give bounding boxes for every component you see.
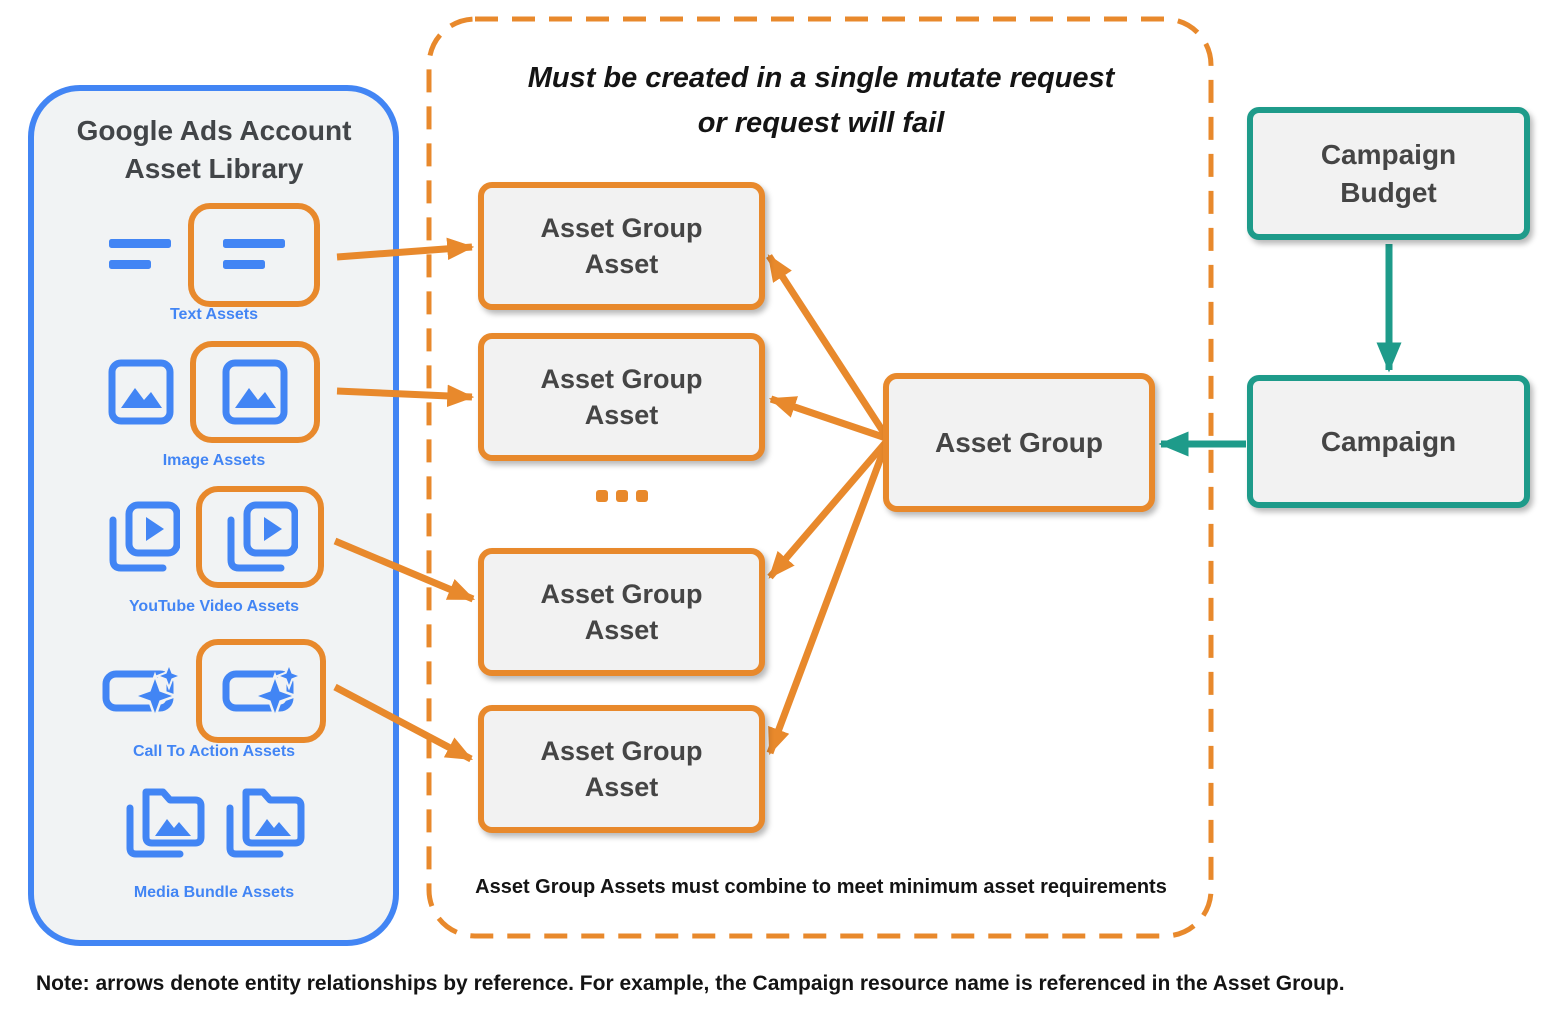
mutate-panel-title-line1: Must be created in a single mutate reque… bbox=[527, 62, 1115, 94]
mutate-panel-caption: Asset Group Assets must combine to meet … bbox=[475, 876, 1167, 898]
campaign-box: Campaign bbox=[1247, 375, 1530, 508]
youtube-assets-label: YouTube Video Assets bbox=[128, 598, 300, 615]
text-assets-row bbox=[30, 203, 398, 307]
youtube-assets-row bbox=[30, 486, 398, 588]
cta-sparkle-icon-highlighted bbox=[196, 639, 326, 743]
asset-library-title-line2: Asset Library bbox=[124, 152, 304, 184]
arrow-group-to-aga2 bbox=[768, 395, 888, 442]
asset-group-asset-box-4: Asset Group Asset bbox=[478, 705, 765, 833]
media-bundle-folder-icon bbox=[222, 786, 306, 858]
mutate-panel-title-line2: or request will fail bbox=[697, 106, 945, 139]
arrow-group-to-aga1 bbox=[766, 254, 889, 438]
image-assets-label: Image Assets bbox=[162, 452, 266, 469]
media-bundle-assets-row bbox=[30, 772, 398, 872]
asset-group-asset-box-3: Asset Group Asset bbox=[478, 548, 765, 676]
asset-group-box: Asset Group bbox=[883, 373, 1155, 512]
arrow-group-to-aga4 bbox=[766, 442, 890, 756]
cta-assets-row bbox=[30, 639, 398, 743]
media-bundle-folder-icon bbox=[122, 786, 206, 858]
video-play-icon bbox=[104, 500, 180, 574]
arrow-group-to-aga3 bbox=[767, 439, 889, 580]
footnote: Note: arrows denote entity relationships… bbox=[36, 972, 1345, 995]
mutate-panel-title: Must be created in a single mutate reque… bbox=[432, 56, 1210, 146]
media-bundle-assets-label: Media Bundle Assets bbox=[133, 884, 295, 901]
text-assets-label: Text Assets bbox=[169, 306, 259, 323]
asset-library-title-line1: Google Ads Account bbox=[76, 115, 352, 146]
video-play-icon-highlighted bbox=[196, 486, 324, 588]
campaign-budget-box: Campaign Budget bbox=[1247, 107, 1530, 240]
text-lines-icon-highlighted bbox=[188, 203, 320, 307]
asset-group-asset-box-2: Asset Group Asset bbox=[478, 333, 765, 461]
asset-group-asset-box-1: Asset Group Asset bbox=[478, 182, 765, 310]
asset-library-panel bbox=[28, 85, 399, 946]
more-assets-ellipsis bbox=[478, 490, 765, 502]
cta-sparkle-icon bbox=[102, 665, 180, 717]
text-lines-icon bbox=[108, 235, 172, 275]
image-icon bbox=[108, 359, 174, 425]
cta-assets-label: Call To Action Assets bbox=[132, 743, 296, 760]
image-assets-row bbox=[30, 341, 398, 443]
image-icon-highlighted bbox=[190, 341, 320, 443]
